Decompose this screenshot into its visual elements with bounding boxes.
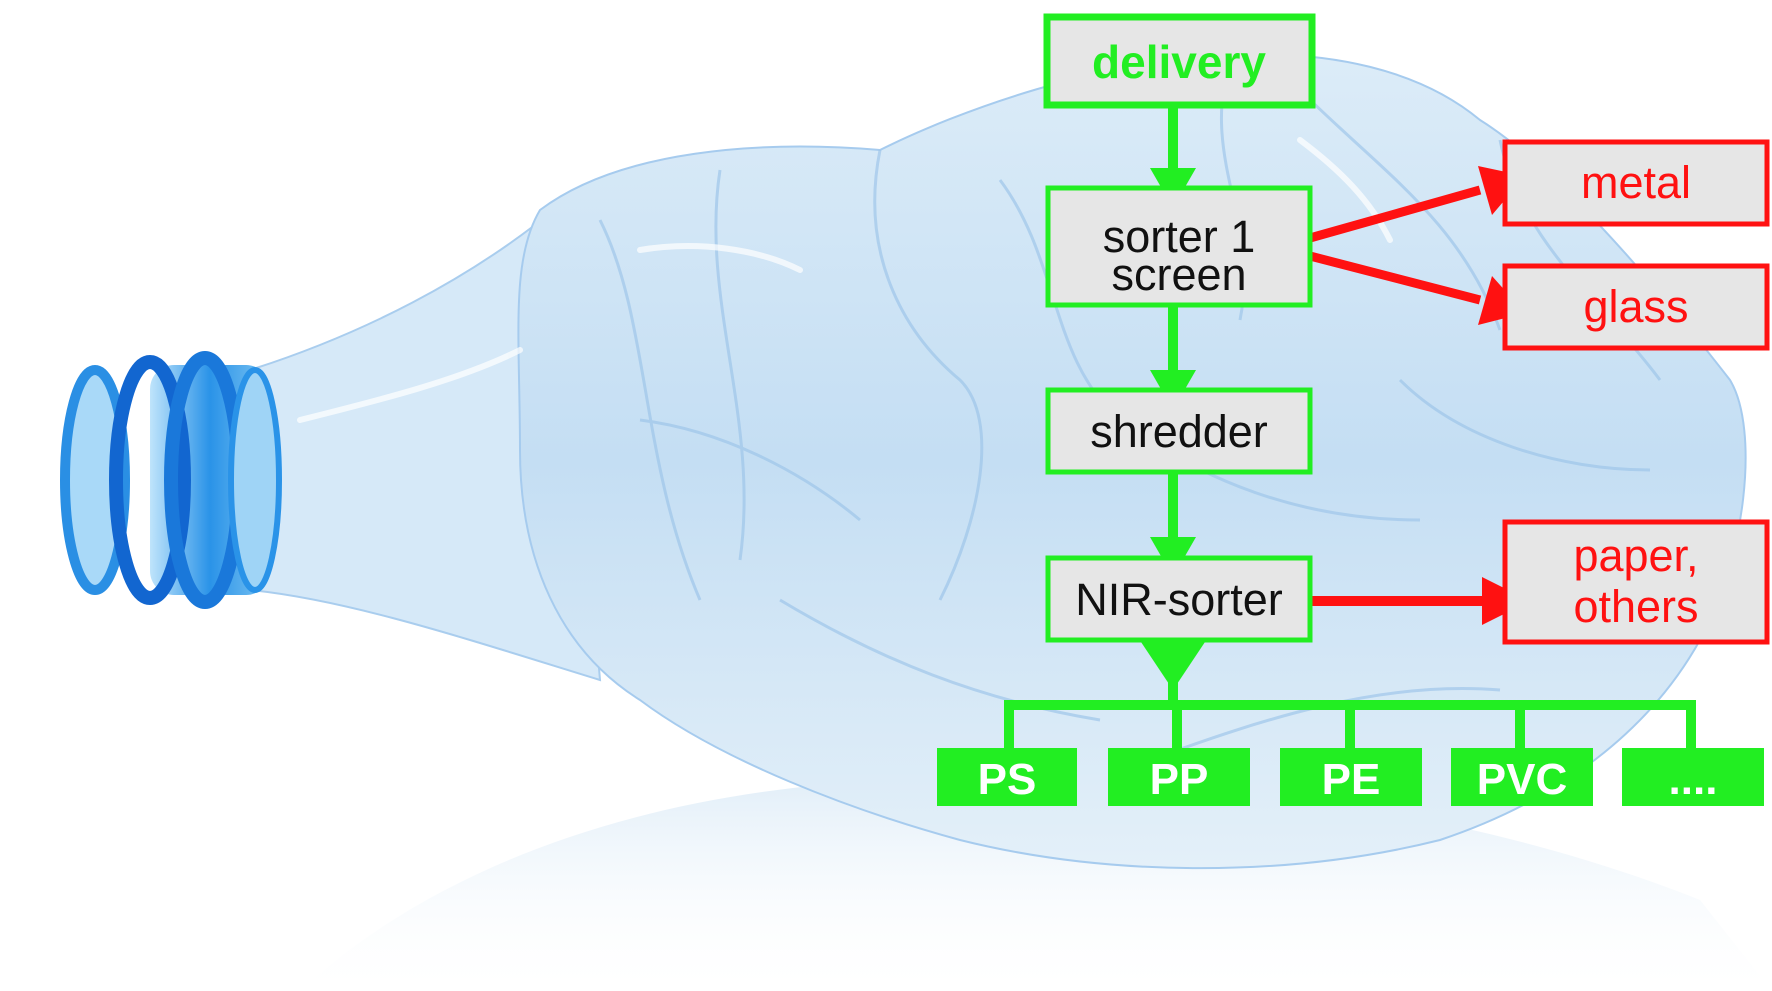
connector-delivery-sorter bbox=[1168, 105, 1178, 175]
node-paper-label-1: paper, bbox=[1573, 530, 1698, 581]
product-ps-label: PS bbox=[978, 755, 1037, 804]
drop-pp bbox=[1172, 700, 1182, 748]
node-delivery-label: delivery bbox=[1092, 36, 1266, 88]
product-pe: PE bbox=[1280, 748, 1422, 806]
node-delivery-box bbox=[1043, 13, 1316, 109]
node-shredder: shredder bbox=[1045, 387, 1313, 475]
product-pe-box bbox=[1280, 748, 1422, 806]
node-sorter-label-1: sorter 1 bbox=[1103, 211, 1256, 262]
bottle-highlights bbox=[297, 137, 1393, 423]
connector-shredder-nir bbox=[1168, 472, 1178, 542]
node-metal-box bbox=[1502, 139, 1770, 227]
node-sorter-box bbox=[1045, 185, 1313, 308]
drop-ps bbox=[1004, 700, 1014, 748]
bottle-cap bbox=[60, 351, 282, 609]
node-sorter-label-2: screen bbox=[1111, 249, 1246, 300]
node-nir-sorter: NIR-sorter bbox=[1045, 555, 1313, 643]
connector-to-glass bbox=[1308, 251, 1482, 305]
product-pp-box bbox=[1108, 748, 1250, 806]
product-more-label: .... bbox=[1669, 755, 1718, 804]
product-more: .... bbox=[1622, 748, 1764, 806]
product-ps: PS bbox=[937, 748, 1077, 806]
node-nir-label: NIR-sorter bbox=[1075, 574, 1283, 625]
node-shredder-label: shredder bbox=[1090, 406, 1268, 457]
drop-more bbox=[1686, 700, 1696, 748]
node-metal-label: metal bbox=[1581, 157, 1691, 208]
product-more-box bbox=[1622, 748, 1764, 806]
bottle-neck bbox=[249, 203, 602, 682]
product-pvc-box bbox=[1451, 748, 1593, 806]
product-ps-box bbox=[937, 748, 1077, 806]
connector-sorter-shredder bbox=[1168, 305, 1178, 375]
node-paper-others: paper, others bbox=[1502, 519, 1770, 645]
connector-to-paper bbox=[1310, 596, 1490, 606]
product-pp-label: PP bbox=[1150, 755, 1209, 804]
node-metal: metal bbox=[1502, 139, 1770, 227]
drop-pvc bbox=[1515, 700, 1525, 748]
node-glass-label: glass bbox=[1583, 281, 1688, 332]
product-pvc: PVC bbox=[1451, 748, 1593, 806]
node-delivery: delivery bbox=[1043, 13, 1316, 109]
node-paper-box bbox=[1502, 519, 1770, 645]
node-sorter-screen: sorter 1 screen bbox=[1045, 185, 1313, 308]
product-pe-label: PE bbox=[1322, 755, 1381, 804]
connector-nir-bus bbox=[1168, 640, 1178, 705]
node-shredder-box bbox=[1045, 387, 1313, 475]
drop-pe bbox=[1345, 700, 1355, 748]
connector-to-metal bbox=[1308, 185, 1482, 243]
node-glass-box bbox=[1502, 263, 1770, 351]
node-glass: glass bbox=[1502, 263, 1770, 351]
product-pvc-label: PVC bbox=[1477, 755, 1567, 804]
node-paper-label-2: others bbox=[1573, 581, 1698, 632]
product-pp: PP bbox=[1108, 748, 1250, 806]
node-nir-box bbox=[1045, 555, 1313, 643]
